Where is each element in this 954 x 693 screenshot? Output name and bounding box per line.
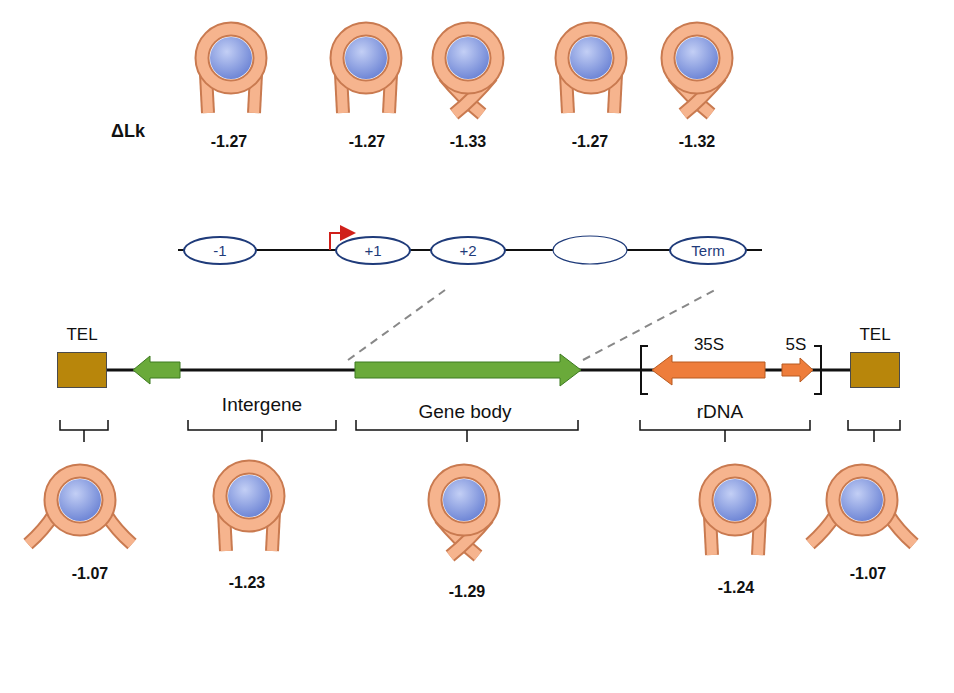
dna-ring xyxy=(706,471,764,529)
nucleosome xyxy=(337,29,395,113)
rrna-name: 5S xyxy=(786,335,807,355)
rrna-name: 35S xyxy=(694,335,724,355)
telomere-label: TEL xyxy=(859,325,890,345)
region-brace xyxy=(60,420,108,442)
dna-ring xyxy=(337,29,395,87)
histone-core xyxy=(714,479,756,521)
lk-value: -1.33 xyxy=(450,133,486,151)
region-name: Intergene xyxy=(222,394,302,416)
empty-nucleosome xyxy=(553,236,627,264)
lk-value: -1.24 xyxy=(718,579,754,597)
histone-core xyxy=(59,479,101,521)
telomere-box: TEL xyxy=(57,352,107,388)
dna-ring xyxy=(562,29,620,87)
histone-core xyxy=(210,37,252,79)
nucleosome-ellipse: -1 xyxy=(183,236,257,265)
histone-core xyxy=(228,475,270,517)
nucleosome xyxy=(706,471,764,555)
dna-ring xyxy=(220,467,278,525)
bracket xyxy=(641,346,648,394)
lk-heading: ΔLk xyxy=(111,121,145,142)
region-brace xyxy=(640,420,810,442)
braces xyxy=(60,420,900,442)
histone-core xyxy=(676,37,718,79)
histone-core xyxy=(447,37,489,79)
dna-ring xyxy=(439,29,497,87)
region-name: Gene body xyxy=(419,401,512,423)
lk-value: -1.27 xyxy=(572,133,608,151)
nucleosome xyxy=(668,29,726,114)
lk-value: -1.23 xyxy=(229,574,265,592)
rrna-arrow xyxy=(782,358,813,382)
nucleosome xyxy=(220,467,278,551)
dna-ring xyxy=(706,471,764,529)
dna-ring xyxy=(337,29,395,87)
region-brace xyxy=(188,420,336,442)
histone-core xyxy=(345,37,387,79)
nucleosome-ellipse: Term xyxy=(669,236,747,265)
nucleosome xyxy=(439,29,497,114)
dna-ring xyxy=(435,471,493,529)
dna-ring xyxy=(435,471,493,529)
lk-value: -1.32 xyxy=(679,133,715,151)
lk-value: -1.07 xyxy=(850,565,886,583)
dna-ring xyxy=(833,471,891,529)
region-brace xyxy=(356,420,578,442)
zoom-line xyxy=(348,290,445,360)
region-name: rDNA xyxy=(697,401,743,423)
lk-value: -1.07 xyxy=(72,565,108,583)
nucleosomes xyxy=(28,29,914,556)
dna-ring xyxy=(202,29,260,87)
histone-core xyxy=(443,479,485,521)
nucleosome xyxy=(28,471,132,544)
lk-value: -1.27 xyxy=(211,133,247,151)
lk-value: -1.27 xyxy=(349,133,385,151)
dna-ring xyxy=(202,29,260,87)
dna-ring xyxy=(51,471,109,529)
dna-ring xyxy=(51,471,109,529)
dna-ring xyxy=(220,467,278,525)
telomere-box: TEL xyxy=(850,352,900,388)
rrna-arrow xyxy=(652,355,765,385)
dna-ring xyxy=(562,29,620,87)
nucleosome xyxy=(435,471,493,556)
nucleosome-label: -1 xyxy=(213,242,226,259)
dna-ring xyxy=(833,471,891,529)
nucleosome-label: +1 xyxy=(364,242,381,259)
bracket xyxy=(814,346,821,394)
histone-core xyxy=(570,37,612,79)
nucleosome-label: +2 xyxy=(459,242,476,259)
dna-ring xyxy=(668,29,726,87)
dna-ring xyxy=(439,29,497,87)
nucleosome-ellipse: +2 xyxy=(430,236,506,265)
nucleosome xyxy=(202,29,260,113)
gene-arrow xyxy=(355,354,581,386)
lk-value: -1.29 xyxy=(449,583,485,601)
nucleosome xyxy=(562,29,620,113)
dna-ring xyxy=(668,29,726,87)
histone-core xyxy=(841,479,883,521)
nucleosome-label: Term xyxy=(691,242,724,259)
telomere-label: TEL xyxy=(66,325,97,345)
region-brace xyxy=(848,420,900,442)
nucleosome xyxy=(810,471,914,544)
nucleosome-ellipse: +1 xyxy=(335,236,411,265)
gene-arrow xyxy=(133,356,180,384)
